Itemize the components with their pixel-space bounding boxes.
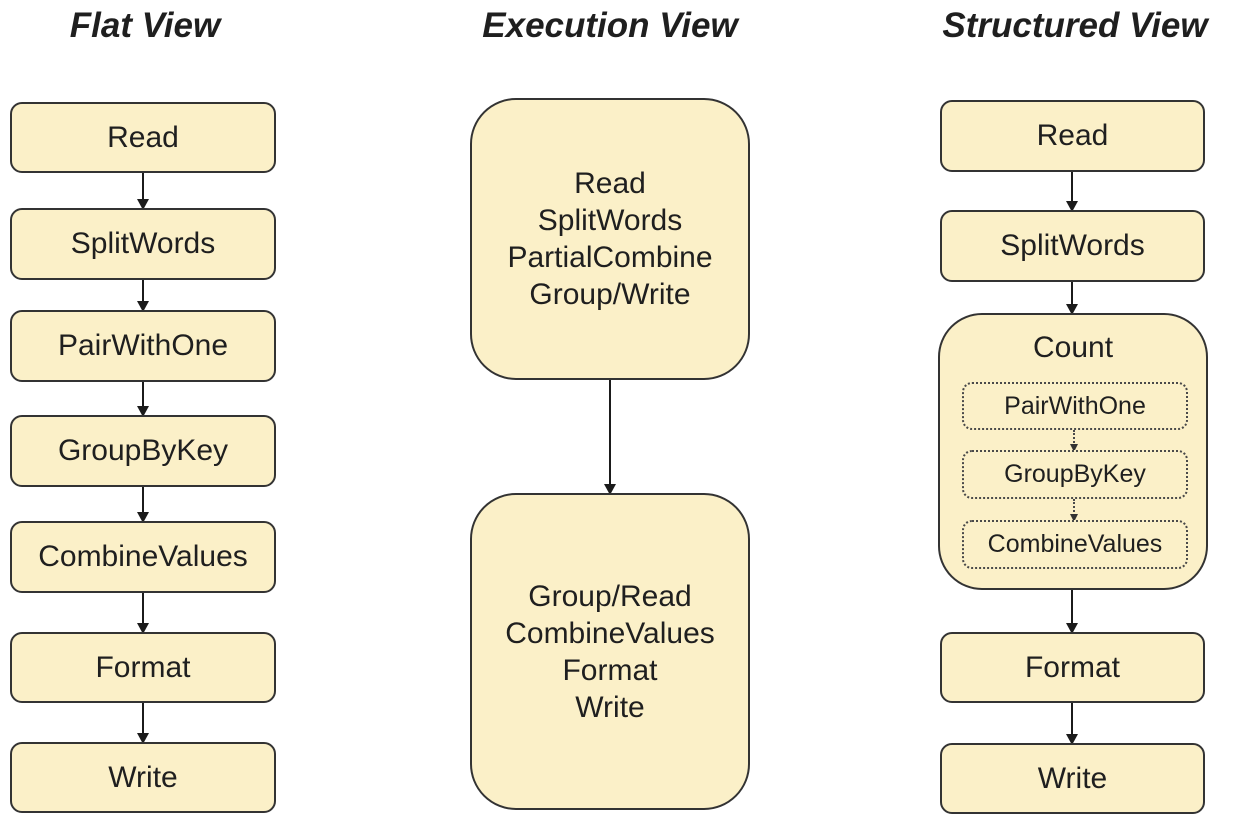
structured-node-splitwords: SplitWords: [940, 210, 1205, 282]
execution-stage2-line: Format: [562, 653, 658, 687]
execution-stage1-line: Group/Write: [529, 278, 691, 311]
flat-node-write: Write: [10, 742, 276, 813]
flat-node-read: Read: [10, 102, 276, 173]
execution-view-title: Execution View: [482, 6, 738, 45]
count-label: Count: [1032, 331, 1114, 364]
execution-stage2-line: Group/Read: [528, 579, 692, 613]
execution-stage2-box: Group/Read CombineValues Format Write: [470, 493, 750, 810]
flow-arrow: [1071, 282, 1073, 313]
flow-arrow: [142, 487, 144, 521]
flat-node-groupbykey: GroupByKey: [10, 415, 276, 487]
count-child-groupbykey: GroupByKey: [962, 450, 1188, 499]
flow-arrow: [142, 703, 144, 742]
flow-arrow-mini: [1073, 499, 1075, 520]
structured-view-title: Structured View: [942, 6, 1208, 45]
flow-arrow: [1071, 172, 1073, 210]
count-child-combinevalues: CombineValues: [962, 520, 1188, 569]
structured-node-read: Read: [940, 100, 1205, 172]
execution-stage1-line: PartialCombine: [507, 241, 713, 274]
count-child-pairwithone: PairWithOne: [962, 382, 1188, 430]
flat-node-combinevalues: CombineValues: [10, 521, 276, 593]
flat-node-format: Format: [10, 632, 276, 703]
execution-stage1-line: Read: [574, 167, 646, 200]
flat-node-pairwithone: PairWithOne: [10, 310, 276, 382]
flow-arrow-mini: [1073, 430, 1075, 450]
flow-arrow: [142, 173, 144, 208]
count-composite-box: Count PairWithOne GroupByKey CombineValu…: [938, 313, 1208, 590]
flow-arrow: [609, 380, 611, 493]
execution-stage1-box: Read SplitWords PartialCombine Group/Wri…: [470, 98, 750, 380]
execution-stage2-line: Write: [575, 690, 645, 724]
structured-node-format: Format: [940, 632, 1205, 703]
flat-view-title: Flat View: [69, 6, 221, 45]
flow-arrow: [142, 382, 144, 415]
execution-stage1-line: SplitWords: [537, 204, 683, 237]
flow-arrow: [142, 593, 144, 632]
execution-stage2-line: CombineValues: [505, 616, 715, 650]
flow-arrow: [142, 280, 144, 310]
flow-arrow: [1071, 703, 1073, 743]
structured-node-write: Write: [940, 743, 1205, 814]
flow-arrow: [1071, 590, 1073, 632]
flat-node-splitwords: SplitWords: [10, 208, 276, 280]
